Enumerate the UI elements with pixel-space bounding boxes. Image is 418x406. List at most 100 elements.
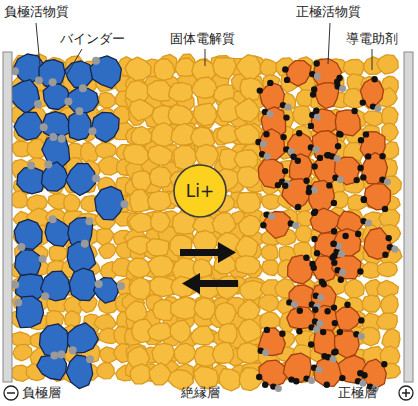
conductive-dot xyxy=(382,206,388,212)
conductive-dot xyxy=(326,182,332,188)
electrolyte-particle xyxy=(65,311,81,327)
electrolyte-particle xyxy=(212,213,236,235)
conductive-dot xyxy=(303,178,309,184)
electrolyte-particle xyxy=(64,194,80,212)
electrolyte-particle xyxy=(151,211,171,232)
electrolyte-particle xyxy=(238,319,260,343)
part-label: 負極活物質 xyxy=(4,4,69,20)
binder-dot xyxy=(85,217,93,225)
binder-dot xyxy=(314,114,321,121)
electrolyte-particle xyxy=(237,343,260,364)
electrolyte-particle xyxy=(171,297,196,320)
conductive-dot xyxy=(306,189,312,195)
binder-dot xyxy=(117,282,125,290)
conductive-dot xyxy=(264,327,270,333)
positive-active-particle xyxy=(283,353,311,382)
positive-active-particle xyxy=(332,256,361,279)
positive-active-particle xyxy=(288,255,314,284)
conductive-dot xyxy=(282,168,288,174)
part-label: 正極活物質 xyxy=(296,4,361,20)
electrolyte-particle xyxy=(11,190,28,208)
binder-dot xyxy=(264,153,271,160)
binder-dot xyxy=(95,280,103,288)
conductive-dot xyxy=(311,265,317,271)
electrolyte-particle xyxy=(194,298,215,320)
binder-dot xyxy=(79,84,87,92)
conductive-dot xyxy=(357,370,363,376)
conductive-dot xyxy=(312,307,318,313)
negative-active-particle xyxy=(68,112,91,141)
electrolyte-particle xyxy=(152,343,175,365)
conductive-dot xyxy=(386,235,392,241)
conductive-dot xyxy=(293,378,299,384)
electrolyte-particle xyxy=(215,303,237,326)
negative-active-particle xyxy=(15,250,41,277)
electrolyte-particle xyxy=(193,103,216,126)
electrolyte-particle xyxy=(129,99,154,121)
binder-dot xyxy=(81,240,89,248)
electrolyte-particle xyxy=(378,262,398,277)
electrolyte-particle xyxy=(377,55,399,74)
conductive-dot xyxy=(351,108,357,114)
electrolyte-particle xyxy=(217,276,240,300)
electrolyte-particle xyxy=(129,278,150,300)
negative-active-particle xyxy=(39,60,65,89)
negative-active-particle xyxy=(91,112,119,142)
binder-dot xyxy=(34,100,42,108)
conductive-dot xyxy=(260,222,266,228)
electrolyte-particle xyxy=(219,369,240,391)
electrolyte-particle xyxy=(148,191,173,211)
conductive-dot xyxy=(320,329,326,335)
electrolyte-particle xyxy=(261,245,278,261)
particle-layer xyxy=(9,54,402,392)
conductive-dot xyxy=(339,375,345,381)
positive-active-particle xyxy=(286,61,311,87)
conductive-dot xyxy=(365,153,371,159)
conductive-dot xyxy=(344,302,350,308)
negative-collector xyxy=(3,52,12,382)
binder-dot xyxy=(14,299,22,307)
electrolyte-particle xyxy=(127,258,151,278)
conductive-dot xyxy=(296,130,302,136)
conductive-dot xyxy=(311,163,317,169)
negative-active-particle xyxy=(69,268,96,301)
binder-dot xyxy=(292,222,299,229)
ion-arrows xyxy=(180,242,238,294)
conductive-dot xyxy=(257,87,263,93)
electrolyte-particle xyxy=(125,57,151,81)
negative-active-particle xyxy=(66,163,96,195)
electrolyte-particle xyxy=(170,320,190,343)
electrolyte-particle xyxy=(348,195,368,211)
binder-dot xyxy=(317,294,324,301)
electrolyte-particle xyxy=(195,144,218,166)
conductive-dot xyxy=(355,231,361,237)
conductive-dot xyxy=(336,75,342,81)
positive-active-particle xyxy=(334,229,361,259)
conductive-dot xyxy=(331,260,337,266)
conductive-dot xyxy=(338,277,344,283)
electrolyte-particle xyxy=(123,144,149,165)
conductive-dot xyxy=(311,86,317,92)
electrolyte-particle xyxy=(382,106,398,125)
positive-active-particle xyxy=(335,307,361,330)
binder-dot xyxy=(314,73,321,80)
binder-dot xyxy=(40,123,48,131)
conductive-dot xyxy=(357,268,363,274)
conductive-dot xyxy=(337,131,343,137)
conductive-dot xyxy=(381,361,387,367)
conductive-dot xyxy=(284,77,290,83)
conductive-dot xyxy=(280,134,286,140)
binder-dot xyxy=(49,215,57,223)
positive-active-particle xyxy=(258,328,285,356)
negative-active-particle xyxy=(41,271,71,301)
electrolyte-particle xyxy=(260,312,280,329)
electrolyte-particle xyxy=(377,280,399,297)
electrolyte-particle xyxy=(174,343,196,363)
electrolyte-particle xyxy=(148,255,174,277)
conductive-dot xyxy=(342,233,348,239)
conductive-dot xyxy=(303,255,309,261)
conductive-dot xyxy=(256,374,262,380)
conductive-dot xyxy=(332,320,338,326)
binder-dot xyxy=(92,174,100,182)
positive-active-particle xyxy=(258,159,285,188)
